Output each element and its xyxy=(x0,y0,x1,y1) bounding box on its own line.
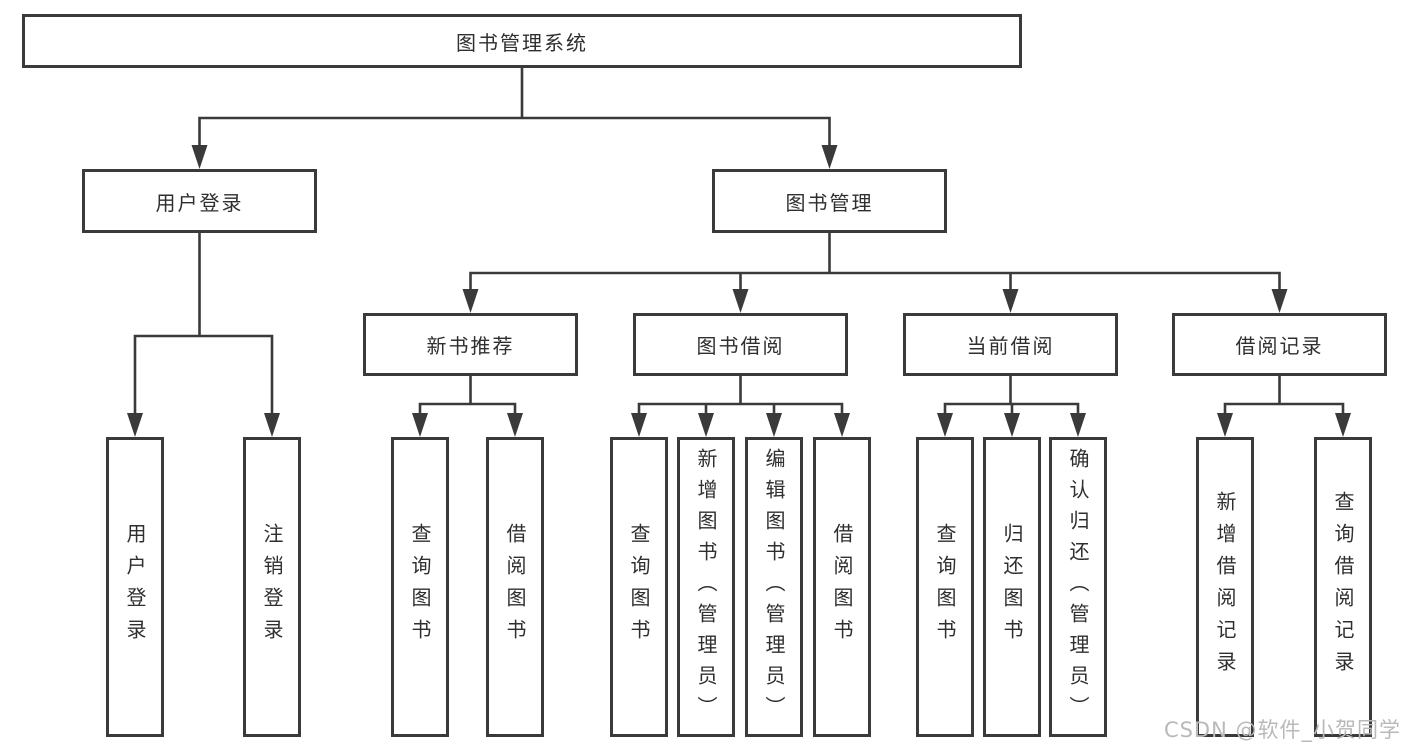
node-label: 用户登录 xyxy=(123,523,147,651)
node-label: 图书借阅 xyxy=(696,334,785,358)
leaf-query-books-borrow: 查询图书 xyxy=(610,437,668,737)
node-label: 新增借阅记录 xyxy=(1213,491,1237,683)
arrowhead-icon xyxy=(1335,413,1351,437)
leaf-add-borrow-record: 新增借阅记录 xyxy=(1196,437,1254,737)
arrowhead-icon xyxy=(937,413,953,437)
connector-borrowrecords-to-leaves xyxy=(1217,376,1351,437)
connector-bookmgmt-to-level3 xyxy=(462,233,1288,313)
node-label: 查询图书 xyxy=(408,523,432,651)
node-label: 借阅图书 xyxy=(503,523,527,651)
arrowhead-icon xyxy=(821,145,838,169)
node-label: 图书管理 xyxy=(785,190,874,215)
arrowhead-icon xyxy=(1004,413,1020,437)
node-label: 注销登录 xyxy=(260,523,284,651)
watermark: CSDN @软件_小贺同学 xyxy=(1163,718,1401,742)
arrowhead-icon xyxy=(766,413,782,437)
leaf-query-borrow-record: 查询借阅记录 xyxy=(1314,437,1372,737)
node-label: 查询图书 xyxy=(933,523,957,651)
node-book-management: 图书管理 xyxy=(712,169,947,233)
node-label: 新增图书（管理员） xyxy=(694,447,718,727)
node-label: 归还图书 xyxy=(1000,523,1024,651)
node-label: 图书管理系统 xyxy=(456,30,588,55)
leaf-return-book: 归还图书 xyxy=(983,437,1041,737)
arrowhead-icon xyxy=(1002,289,1019,313)
connector-userlogin-to-leaves xyxy=(127,233,280,437)
node-borrow-records: 借阅记录 xyxy=(1172,313,1387,376)
connector-bookborrow-to-leaves xyxy=(631,376,850,437)
leaf-query-books-current: 查询图书 xyxy=(916,437,974,737)
leaf-query-books-recommend: 查询图书 xyxy=(391,437,449,737)
node-label: 用户登录 xyxy=(155,190,244,215)
node-label: 新书推荐 xyxy=(426,334,515,358)
leaf-borrow-books-borrow: 借阅图书 xyxy=(813,437,871,737)
arrowhead-icon xyxy=(191,145,208,169)
node-current-borrow: 当前借阅 xyxy=(903,313,1118,376)
node-root: 图书管理系统 xyxy=(22,14,1022,68)
leaf-edit-book-admin: 编辑图书（管理员） xyxy=(745,437,803,737)
node-label: 编辑图书（管理员） xyxy=(762,447,786,727)
leaf-confirm-return-admin: 确认归还（管理员） xyxy=(1049,437,1107,737)
node-book-borrow: 图书借阅 xyxy=(633,313,848,376)
node-label: 查询借阅记录 xyxy=(1331,491,1355,683)
arrowhead-icon xyxy=(1271,289,1288,313)
arrowhead-icon xyxy=(834,413,850,437)
arrowhead-icon xyxy=(732,289,749,313)
arrowhead-icon xyxy=(264,413,280,437)
node-label: 查询图书 xyxy=(627,523,651,651)
leaf-add-book-admin: 新增图书（管理员） xyxy=(677,437,735,737)
connector-root-to-level2 xyxy=(191,68,838,169)
arrowhead-icon xyxy=(1070,413,1086,437)
arrowhead-icon xyxy=(412,413,428,437)
node-label: 确认归还（管理员） xyxy=(1066,447,1090,727)
arrowhead-icon xyxy=(631,413,647,437)
arrowhead-icon xyxy=(507,413,523,437)
arrowhead-icon xyxy=(127,413,143,437)
connector-newbook-to-leaves xyxy=(412,376,523,437)
leaf-logout: 注销登录 xyxy=(243,437,301,737)
leaf-borrow-books-recommend: 借阅图书 xyxy=(486,437,544,737)
connector-currentborrow-to-leaves xyxy=(937,376,1086,437)
arrowhead-icon xyxy=(1217,413,1233,437)
node-label: 当前借阅 xyxy=(966,334,1055,358)
node-label: 借阅记录 xyxy=(1235,334,1324,358)
node-user-login: 用户登录 xyxy=(82,169,317,233)
leaf-user-login: 用户登录 xyxy=(106,437,164,737)
arrowhead-icon xyxy=(698,413,714,437)
arrowhead-icon xyxy=(462,289,479,313)
node-new-book-recommend: 新书推荐 xyxy=(363,313,578,376)
node-label: 借阅图书 xyxy=(830,523,854,651)
